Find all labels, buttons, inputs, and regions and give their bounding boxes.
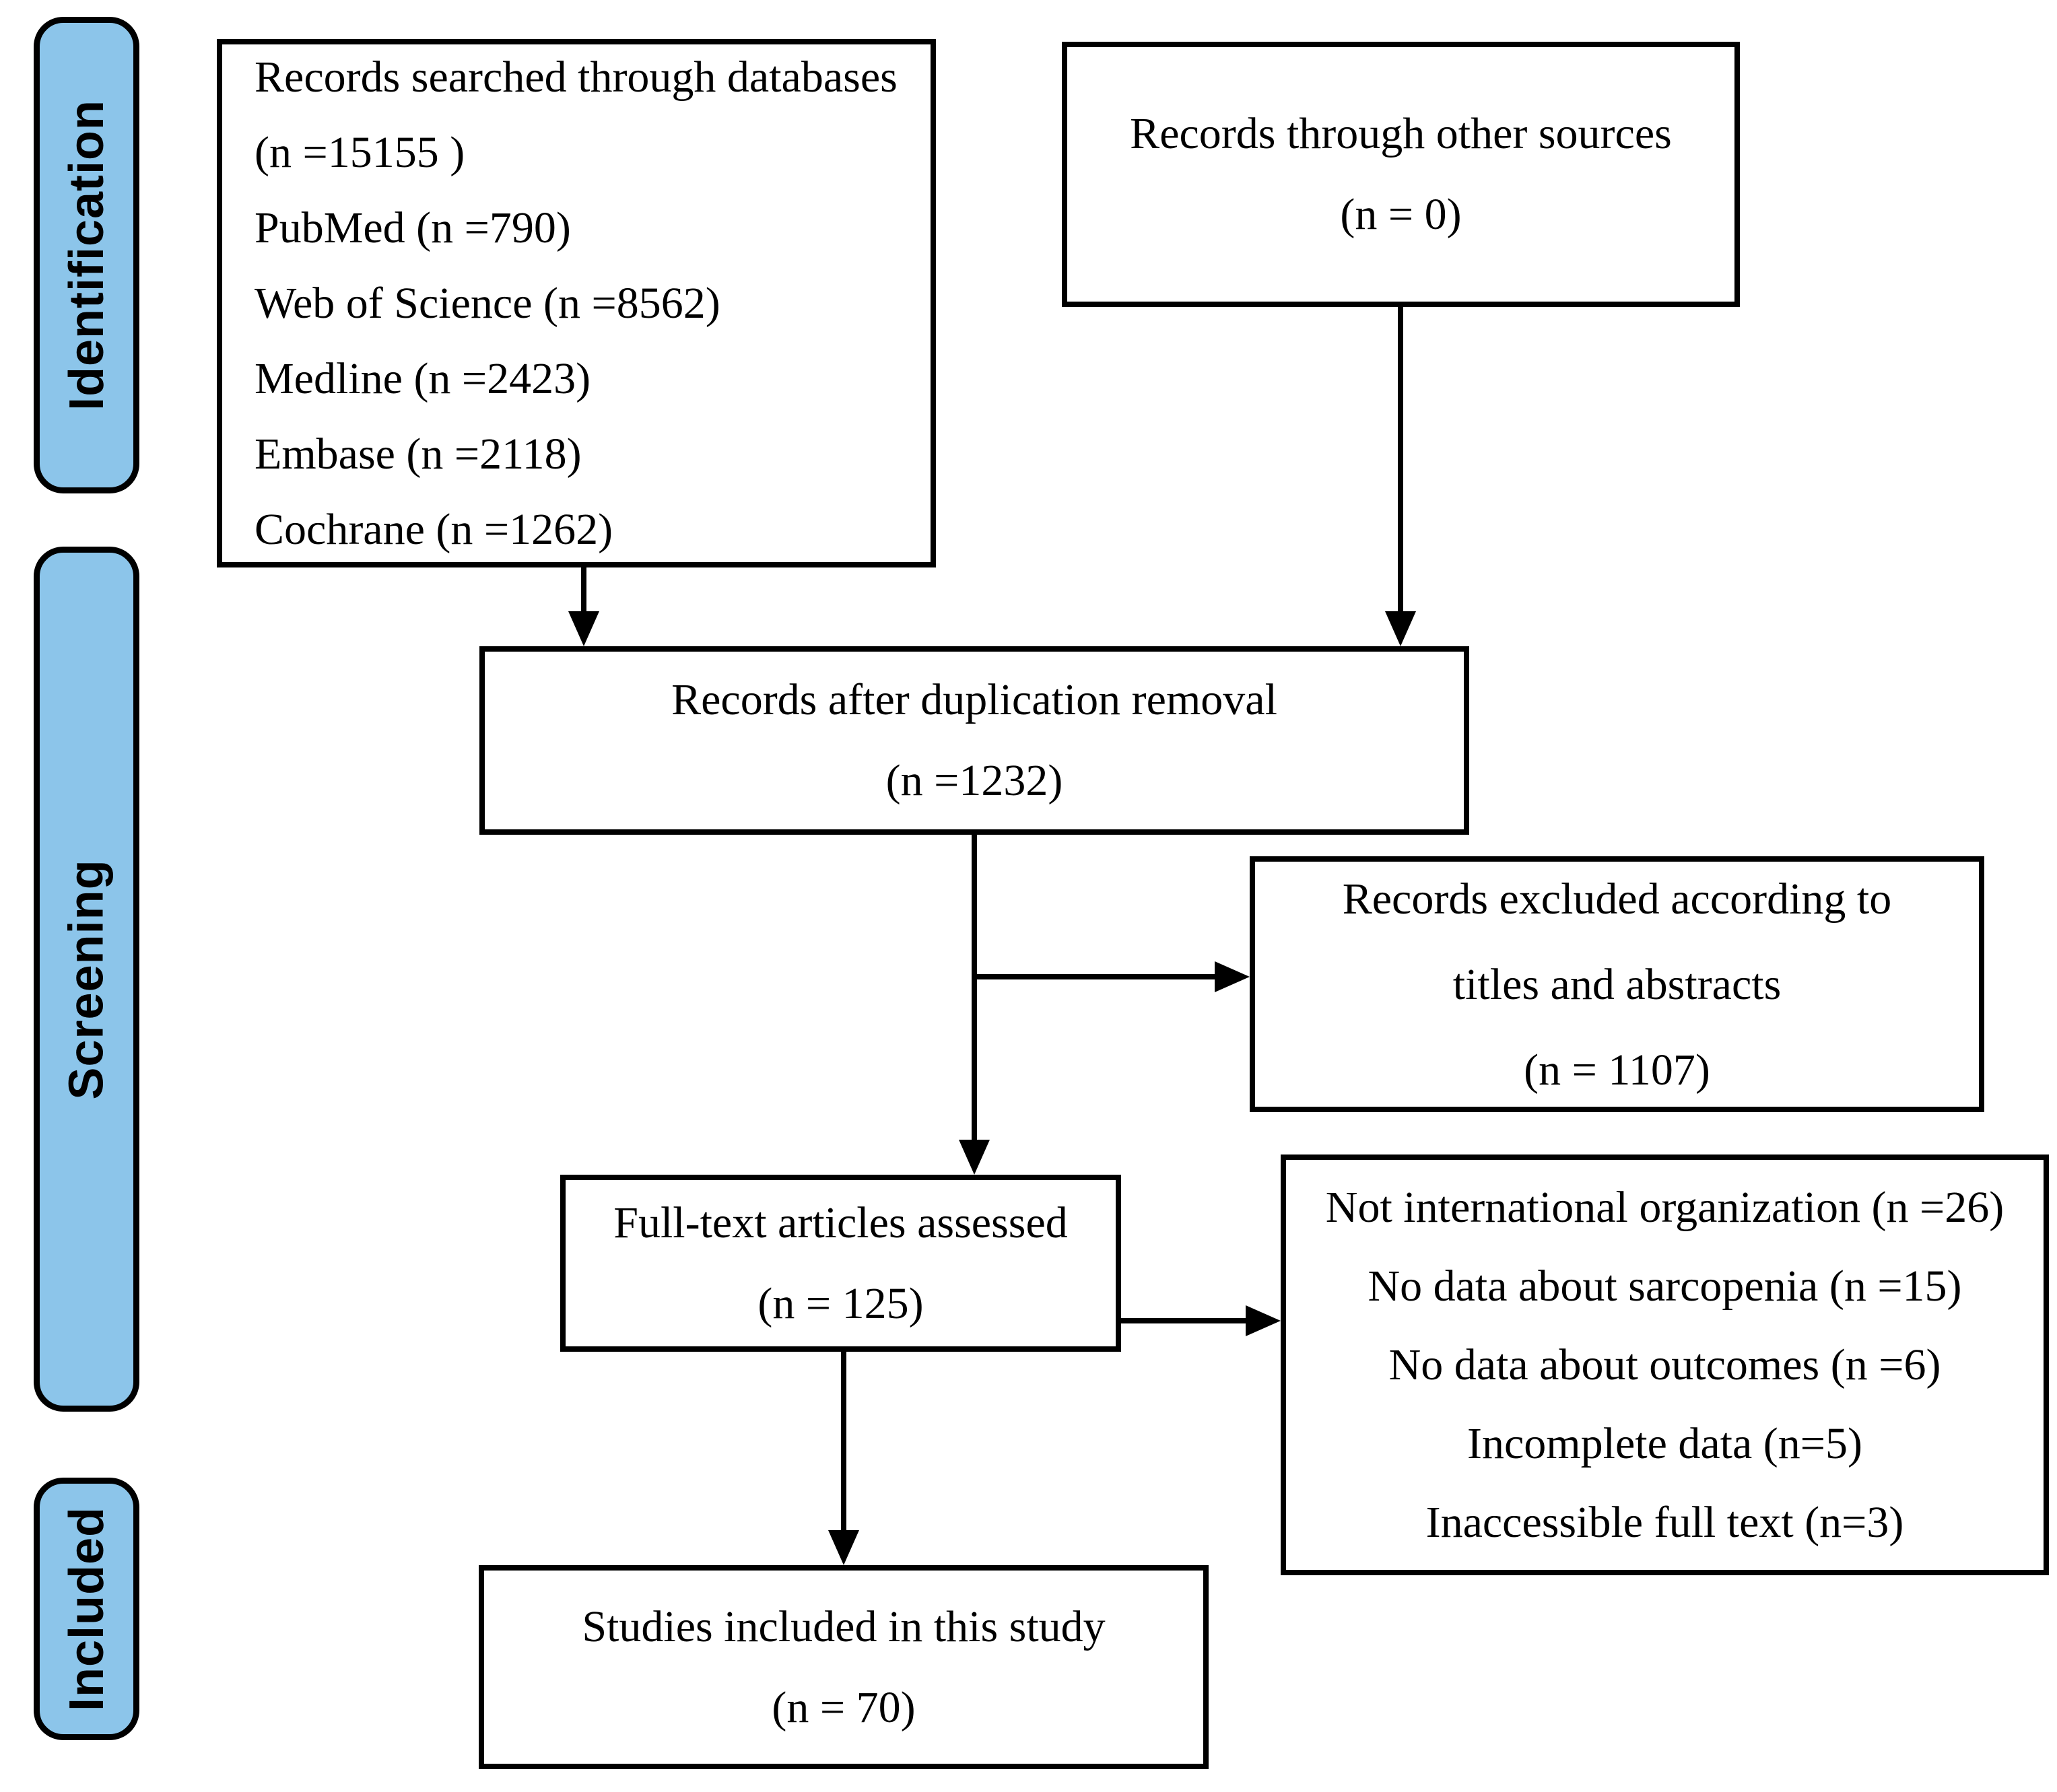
fulltext-excluded-reason3: No data about outcomes (n =6) [1388, 1340, 1941, 1389]
records-searched-pubmed: PubMed (n =790) [255, 203, 571, 252]
stage-screening-label: Screening [59, 858, 114, 1100]
stage-included-label: Included [59, 1506, 114, 1712]
arrow-fulltext-to-included [841, 1352, 846, 1535]
stage-identification-label: Identification [59, 100, 114, 411]
other-sources-count: (n = 0) [1340, 190, 1462, 239]
arrow-fulltext-to-reasons-arrowhead-icon [1246, 1305, 1281, 1336]
excluded-titles-line1: Records excluded according to [1342, 874, 1892, 924]
box-fulltext-assessed: Full-text articles assessed (n = 125) [560, 1175, 1121, 1352]
after-duplication-title: Records after duplication removal [671, 675, 1277, 724]
excluded-titles-line2: titles and abstracts [1452, 959, 1782, 1009]
box-included-studies: Studies included in this study (n = 70) [479, 1565, 1209, 1769]
box-other-sources: Records through other sources (n = 0) [1062, 42, 1740, 307]
records-searched-cochrane: Cochrane (n =1262) [255, 504, 613, 554]
fulltext-excluded-reason2: No data about sarcopenia (n =15) [1368, 1262, 1962, 1311]
after-duplication-count: (n =1232) [885, 756, 1063, 805]
fulltext-excluded-reason4: Incomplete data (n=5) [1467, 1419, 1862, 1468]
records-searched-embase: Embase (n =2118) [255, 429, 582, 479]
stage-included: Included [34, 1478, 139, 1740]
records-searched-title: Records searched through databases [255, 52, 898, 102]
arrow-other-to-dedup [1398, 307, 1403, 616]
records-searched-wos: Web of Science (n =8562) [255, 278, 720, 328]
fulltext-excluded-reason5: Inaccessible full text (n=3) [1425, 1498, 1904, 1547]
arrow-dedup-to-fulltext-arrowhead-icon [959, 1140, 990, 1175]
arrow-dedup-to-excluded [974, 974, 1220, 979]
records-searched-medline: Medline (n =2423) [255, 353, 591, 403]
included-studies-count: (n = 70) [772, 1682, 916, 1732]
arrow-dedup-to-fulltext [972, 835, 977, 1144]
records-searched-count: (n =15155 ) [255, 127, 465, 177]
arrow-databases-to-dedup [581, 567, 586, 616]
stage-identification: Identification [34, 17, 139, 493]
box-fulltext-excluded: Not international organization (n =26) N… [1281, 1155, 2049, 1575]
fulltext-excluded-reason1: Not international organization (n =26) [1325, 1183, 2004, 1232]
excluded-titles-count: (n = 1107) [1524, 1045, 1710, 1095]
arrow-other-to-dedup-arrowhead-icon [1385, 611, 1416, 646]
included-studies-title: Studies included in this study [582, 1601, 1106, 1651]
box-excluded-titles: Records excluded according to titles and… [1250, 856, 1984, 1112]
other-sources-title: Records through other sources [1130, 109, 1672, 158]
box-after-duplication: Records after duplication removal (n =12… [479, 646, 1469, 835]
arrow-fulltext-to-included-arrowhead-icon [828, 1530, 859, 1565]
box-records-searched: Records searched through databases (n =1… [217, 39, 936, 567]
fulltext-assessed-title: Full-text articles assessed [613, 1198, 1068, 1247]
arrow-databases-to-dedup-arrowhead-icon [568, 611, 599, 646]
fulltext-assessed-count: (n = 125) [757, 1278, 924, 1328]
arrow-dedup-to-excluded-arrowhead-icon [1215, 961, 1250, 992]
stage-screening: Screening [34, 547, 139, 1412]
arrow-fulltext-to-reasons [1121, 1318, 1251, 1323]
